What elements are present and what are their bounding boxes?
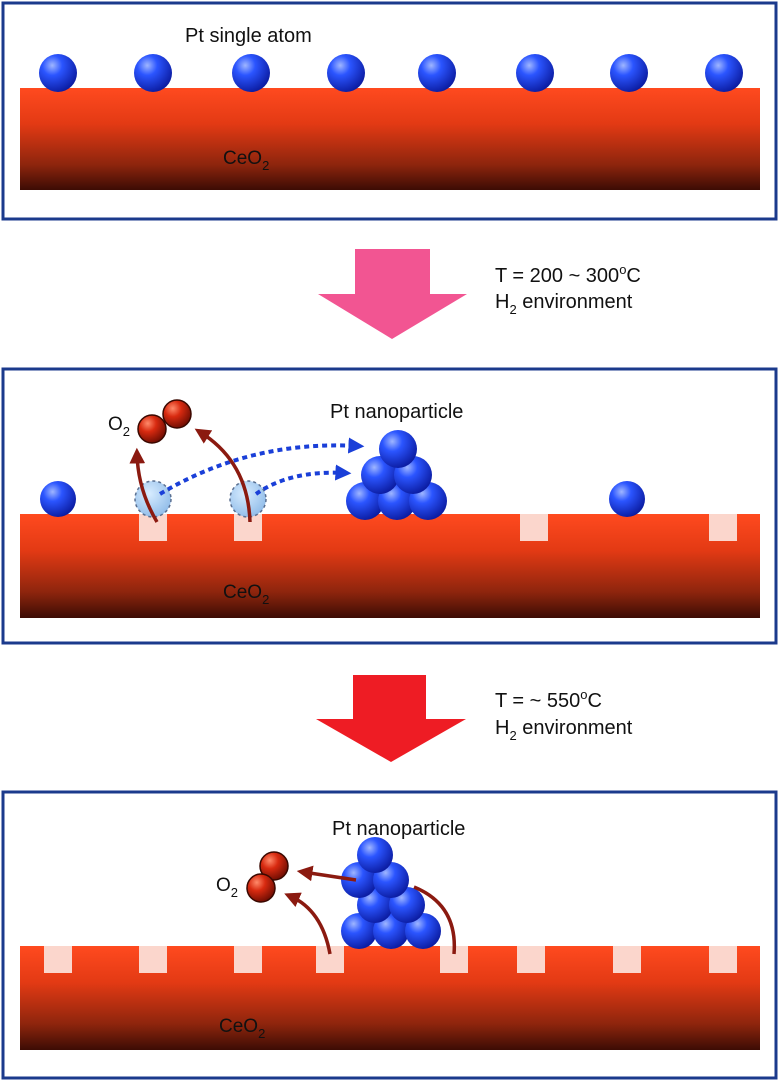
step-1-environment: H2 environment <box>495 291 633 317</box>
step-2-temperature: T = ~ 550oC <box>495 687 602 712</box>
oxygen-vacancy <box>234 514 262 541</box>
pt-nanoparticle-label: Pt nanoparticle <box>330 401 463 423</box>
oxygen-vacancy <box>520 514 548 541</box>
oxygen-vacancy <box>709 946 737 973</box>
oxygen-vacancy <box>613 946 641 973</box>
oxygen-vacancy <box>44 946 72 973</box>
oxygen-vacancy <box>517 946 545 973</box>
pt-atom <box>516 54 554 92</box>
pt-atom <box>610 54 648 92</box>
oxygen-release-arrow <box>284 892 332 955</box>
oxygen-vacancies <box>44 946 737 973</box>
oxygen-atom <box>259 851 289 881</box>
oxygen-vacancies <box>139 514 737 541</box>
oxygen-vacancy <box>709 514 737 541</box>
pt-nanoparticle-label: Pt nanoparticle <box>332 818 465 840</box>
pt-atom <box>357 837 393 873</box>
oxygen-atom <box>137 414 167 444</box>
oxygen-release-arrow <box>413 885 457 955</box>
pt-atom <box>134 54 172 92</box>
pt-atom <box>373 913 409 949</box>
ceo2-substrate <box>20 514 760 618</box>
pt-atom <box>405 913 441 949</box>
pt-atom <box>705 54 743 92</box>
ceo2-label: CeO2 <box>219 1016 265 1041</box>
step-1-transition: T = 200 ~ 300oC H2 environment <box>318 249 641 339</box>
pt-single-atom-label: Pt single atom <box>185 25 312 47</box>
step-2-transition: T = ~ 550oC H2 environment <box>316 675 633 762</box>
oxygen-vacancy <box>139 946 167 973</box>
ceo2-label: CeO2 <box>223 148 269 173</box>
o2-label: O2 <box>216 875 238 900</box>
o2-molecule <box>246 851 289 903</box>
o2-molecule <box>137 399 192 444</box>
pt-atom <box>232 54 270 92</box>
oxygen-release-arrows <box>129 428 252 523</box>
ceo2-substrate <box>20 88 760 190</box>
migration-arrow <box>158 437 365 496</box>
pt-atom <box>379 430 417 468</box>
step-1-temperature: T = 200 ~ 300oC <box>495 262 641 287</box>
oxygen-atom <box>246 873 276 903</box>
ceo2-label: CeO2 <box>223 582 269 607</box>
oxygen-release-arrows <box>284 865 457 955</box>
pt-single-atoms <box>39 54 743 92</box>
oxygen-release-arrow <box>296 865 357 882</box>
pt-atom <box>341 913 377 949</box>
ceo2-substrate <box>20 946 760 1050</box>
step-2-environment: H2 environment <box>495 717 633 743</box>
pt-atom <box>40 481 76 517</box>
o2-label: O2 <box>108 414 130 439</box>
oxygen-atom <box>162 399 192 429</box>
pt-atom <box>609 481 645 517</box>
step-2-arrow <box>316 675 466 762</box>
panel-1-single-atoms: Pt single atom CeO2 <box>1 1 778 221</box>
panel-3-growth: O2 Pt nanoparticle CeO2 <box>1 790 778 1080</box>
migration-arrow <box>254 464 352 496</box>
pt-nanoparticle-cluster <box>341 837 441 949</box>
step-1-arrow <box>318 249 467 339</box>
pt-atom <box>418 54 456 92</box>
pt-nanoparticle-cluster <box>346 430 447 520</box>
migration-arrows <box>158 437 365 496</box>
oxygen-release-arrow <box>194 428 252 523</box>
oxygen-vacancy <box>234 946 262 973</box>
oxygen-release-arrow <box>129 447 159 523</box>
panel-2-nucleation: O2 Pt nanoparticle CeO2 <box>1 367 778 645</box>
pt-atom <box>39 54 77 92</box>
pt-atom <box>327 54 365 92</box>
